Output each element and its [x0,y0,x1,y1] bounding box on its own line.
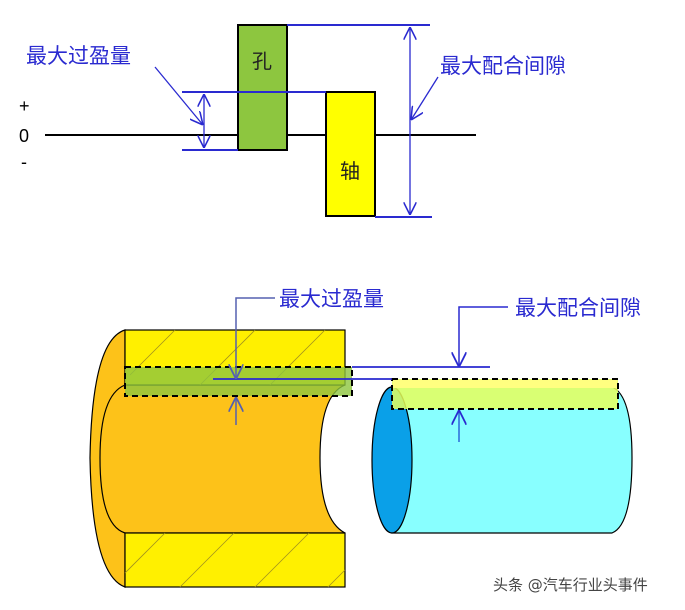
max-clearance-label-top: 最大配合间隙 [440,54,566,78]
watermark: 头条 @汽车行业头事件 [493,576,648,594]
max-interference-label-top: 最大过盈量 [26,44,131,68]
axis-plus-label: + [19,96,30,116]
shaft-tolerance-box [325,91,376,217]
max-interference-leader [154,66,203,125]
max-clearance-leader-bottom [459,306,508,367]
shaft-label: 轴 [340,159,360,183]
tolerance-zone-diagram: + 0 - 孔 轴 最大过盈量 最大配合间隙 [19,24,566,218]
sleeve-lower-section [124,532,346,588]
interference-zone [124,366,353,397]
max-interference-label-bottom: 最大过盈量 [279,287,384,311]
hole-sleeve [89,329,353,588]
max-interference-leader-bottom [236,297,275,379]
max-clearance-leader [411,76,439,120]
hole-shaft-3d-illustration: 最大过盈量 最大配合间隙 [89,287,641,588]
hole-label: 孔 [252,49,272,73]
hole-tolerance-box [237,24,288,151]
shaft-cylinder [371,378,633,534]
axis-zero-label: 0 [19,126,29,146]
axis-minus-label: - [21,152,27,172]
max-clearance-label-bottom: 最大配合间隙 [515,296,641,320]
